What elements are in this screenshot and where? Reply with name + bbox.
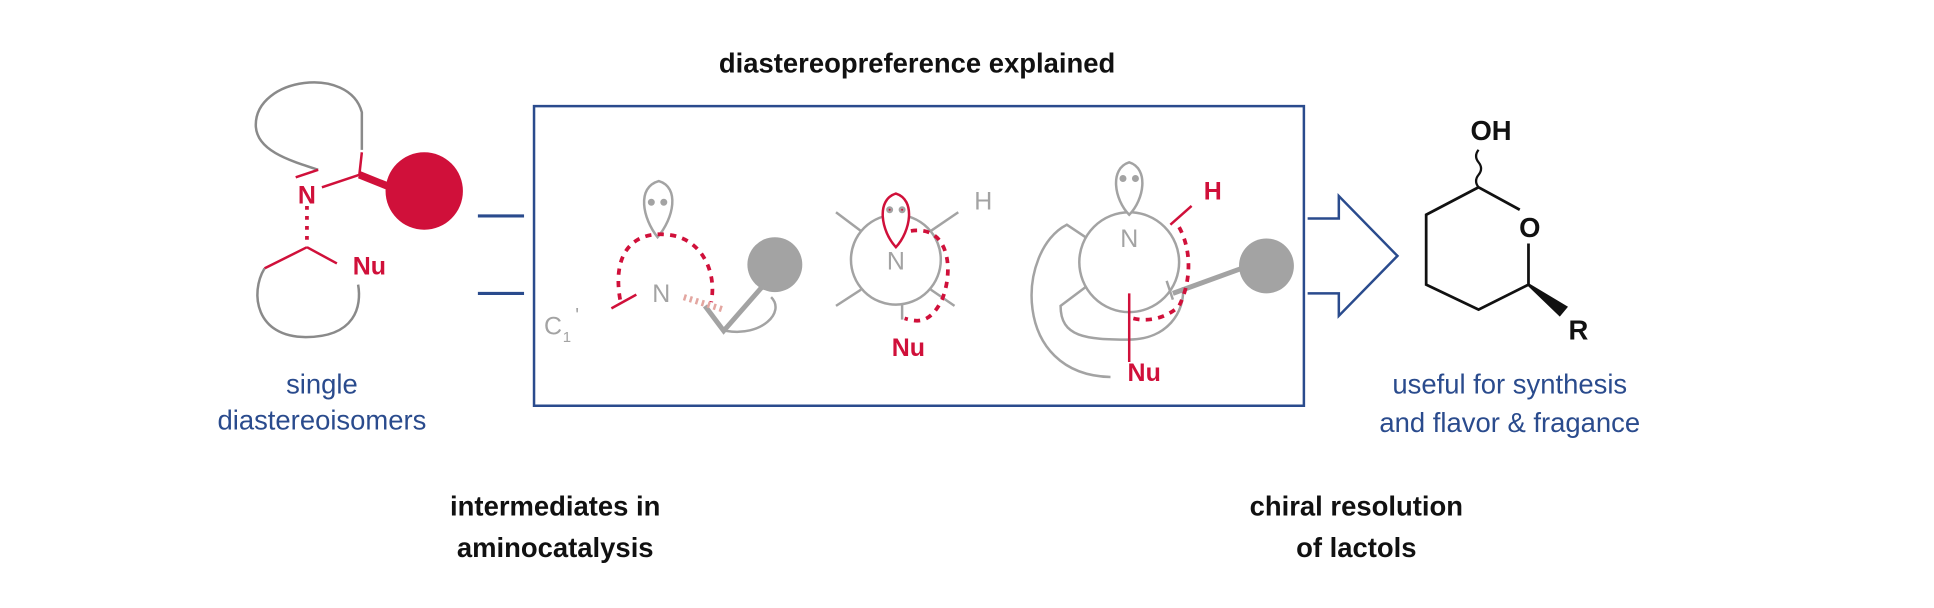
o-label: O: [1519, 212, 1540, 243]
atom-n: N: [1120, 225, 1138, 253]
substituent-ball: [385, 152, 463, 230]
lone-pair: [1114, 160, 1144, 217]
oh-label: OH: [1470, 115, 1511, 146]
caption-single: single: [286, 368, 358, 399]
label-chiral-resolution: chiral resolution: [1250, 491, 1463, 522]
atom-n: N: [298, 181, 316, 209]
caption-flavor: and flavor & fragance: [1379, 407, 1640, 438]
caption-diastereoisomers: diastereoisomers: [217, 404, 426, 435]
caption-useful: useful for synthesis: [1392, 368, 1627, 399]
c1-label: C: [544, 313, 562, 341]
left-molecule: [254, 81, 463, 339]
substituent-ball: [1239, 238, 1294, 294]
atom-n: N: [887, 248, 905, 276]
atom-nu: Nu: [892, 334, 925, 362]
explanation-box: [532, 104, 1306, 407]
lone-pair: [642, 179, 674, 240]
label-lactols: of lactols: [1296, 532, 1416, 563]
substituent-ball: [747, 237, 803, 293]
newman-projection-3: [1030, 160, 1294, 379]
atom-n: N: [652, 280, 670, 308]
lone-pair: [881, 192, 911, 250]
atom-h: H: [1204, 178, 1222, 206]
arrow-icon: [1307, 192, 1400, 319]
label-aminocatalysis: aminocatalysis: [457, 532, 654, 563]
newman-projection-2: [835, 192, 959, 323]
atom-h: H: [974, 188, 992, 216]
c1-prime: ': [575, 305, 579, 327]
title: diastereopreference explained: [719, 47, 1115, 78]
label-intermediates: intermediates in: [450, 491, 660, 522]
lactol-structure: [1424, 149, 1568, 317]
c1-subscript: 1: [563, 329, 571, 346]
r-label: R: [1568, 315, 1588, 346]
atom-nu: Nu: [353, 253, 386, 281]
newman-projection-1: [610, 179, 803, 335]
atom-nu: Nu: [1128, 359, 1161, 387]
